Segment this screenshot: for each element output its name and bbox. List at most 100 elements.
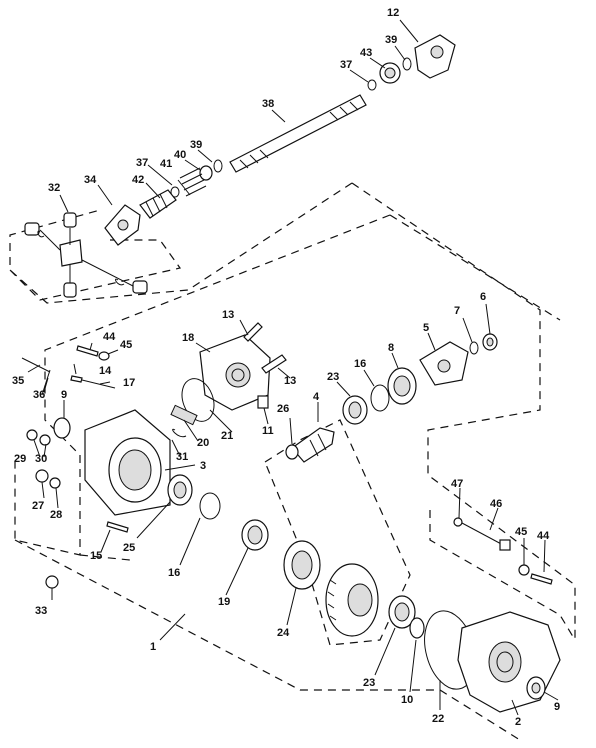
bearing-23-top [342, 395, 368, 425]
washer-47 [453, 517, 463, 527]
pinion-gear-4 [291, 427, 335, 463]
label-23: 23 [363, 677, 375, 689]
yoke-34 [104, 204, 141, 246]
rod-35 [21, 357, 51, 373]
label-18: 18 [182, 332, 194, 344]
label-1: 1 [150, 641, 156, 653]
bolt-15 [106, 521, 129, 533]
leader-lines [27, 19, 559, 716]
bolt-44-top [76, 345, 99, 357]
label-42: 42 [132, 174, 144, 186]
label-5: 5 [423, 322, 429, 334]
pin-31 [172, 428, 187, 438]
seal-9-left [53, 417, 71, 439]
label-17: 17 [123, 377, 135, 389]
ring-gear [325, 563, 379, 637]
label-13: 13 [284, 375, 296, 387]
main-housing-outline [14, 182, 576, 640]
label-29: 29 [14, 453, 26, 465]
washer-45-right [518, 564, 530, 576]
plug-33 [45, 575, 59, 589]
bolt-44-right [530, 573, 553, 585]
bolt-11 [257, 395, 269, 409]
seal-8 [387, 367, 417, 405]
circlip-39 [213, 159, 223, 173]
o-ring-37-top [367, 79, 377, 91]
label-19: 19 [218, 596, 230, 608]
yoke-5 [419, 341, 469, 386]
label-20: 20 [197, 437, 209, 449]
washer-30 [39, 434, 51, 446]
label-34: 34 [84, 174, 97, 186]
label-30: 30 [35, 453, 47, 465]
label-43: 43 [360, 47, 372, 59]
label-6: 6 [480, 291, 486, 303]
label-26: 26 [277, 403, 289, 415]
drive-shaft-38 [229, 94, 367, 173]
label-4: 4 [313, 391, 320, 403]
label-47: 47 [451, 478, 463, 490]
universal-joint-32 [24, 212, 148, 298]
seal-9-lower [526, 676, 546, 700]
bearing-26 [285, 444, 299, 460]
housing-3 [84, 409, 171, 516]
label-37: 37 [136, 157, 148, 169]
label-15: 15 [90, 550, 102, 562]
label-22: 22 [432, 713, 444, 725]
label-10: 10 [401, 694, 413, 706]
housing-2 [457, 611, 561, 713]
label-27: 27 [32, 500, 44, 512]
bearing-19 [241, 519, 269, 551]
collar-43 [379, 62, 401, 84]
label-40: 40 [174, 149, 186, 161]
label-44: 44 [103, 331, 116, 343]
label-9: 9 [61, 389, 67, 401]
circlip-39-top [402, 57, 412, 71]
label-8: 8 [388, 342, 394, 354]
label-33: 33 [35, 605, 47, 617]
label-37: 37 [340, 59, 352, 71]
bolt-13-b [261, 354, 287, 374]
yoke-12 [414, 34, 456, 79]
washer-45-top [98, 351, 110, 361]
washer-29 [26, 429, 38, 441]
bolt-14 [70, 375, 83, 383]
cover-18 [199, 334, 271, 411]
label-45: 45 [120, 339, 132, 351]
label-38: 38 [262, 98, 274, 110]
circlip-16-top [370, 384, 390, 412]
label-24: 24 [277, 627, 290, 639]
label-16: 16 [168, 567, 180, 579]
label-13: 13 [222, 309, 234, 321]
nut-6 [482, 333, 498, 351]
label-39: 39 [385, 34, 397, 46]
stud-46-head [499, 539, 511, 551]
label-7: 7 [454, 305, 460, 317]
universal-joint-outline [9, 239, 182, 301]
label-41: 41 [160, 158, 172, 170]
o-ring-21 [181, 378, 215, 422]
label-35: 35 [12, 375, 24, 387]
label-45: 45 [515, 526, 527, 538]
bolt-13-a [243, 322, 263, 342]
o-ring-37 [170, 186, 180, 198]
boot-42 [139, 189, 177, 219]
stud-17 [81, 379, 116, 389]
o-ring-7 [469, 341, 479, 355]
label-3: 3 [200, 460, 206, 472]
label-23: 23 [327, 371, 339, 383]
key-20 [170, 404, 198, 426]
washer-40 [199, 165, 213, 181]
label-46: 46 [490, 498, 502, 510]
lower-outline [14, 510, 576, 741]
label-44: 44 [537, 530, 550, 542]
washer-28 [49, 477, 61, 489]
label-16: 16 [354, 358, 366, 370]
label-31: 31 [176, 451, 188, 463]
label-39: 39 [190, 139, 202, 151]
circlip-16-lower [199, 492, 221, 520]
label-2: 2 [515, 716, 521, 728]
label-9: 9 [554, 701, 560, 713]
label-32: 32 [48, 182, 60, 194]
